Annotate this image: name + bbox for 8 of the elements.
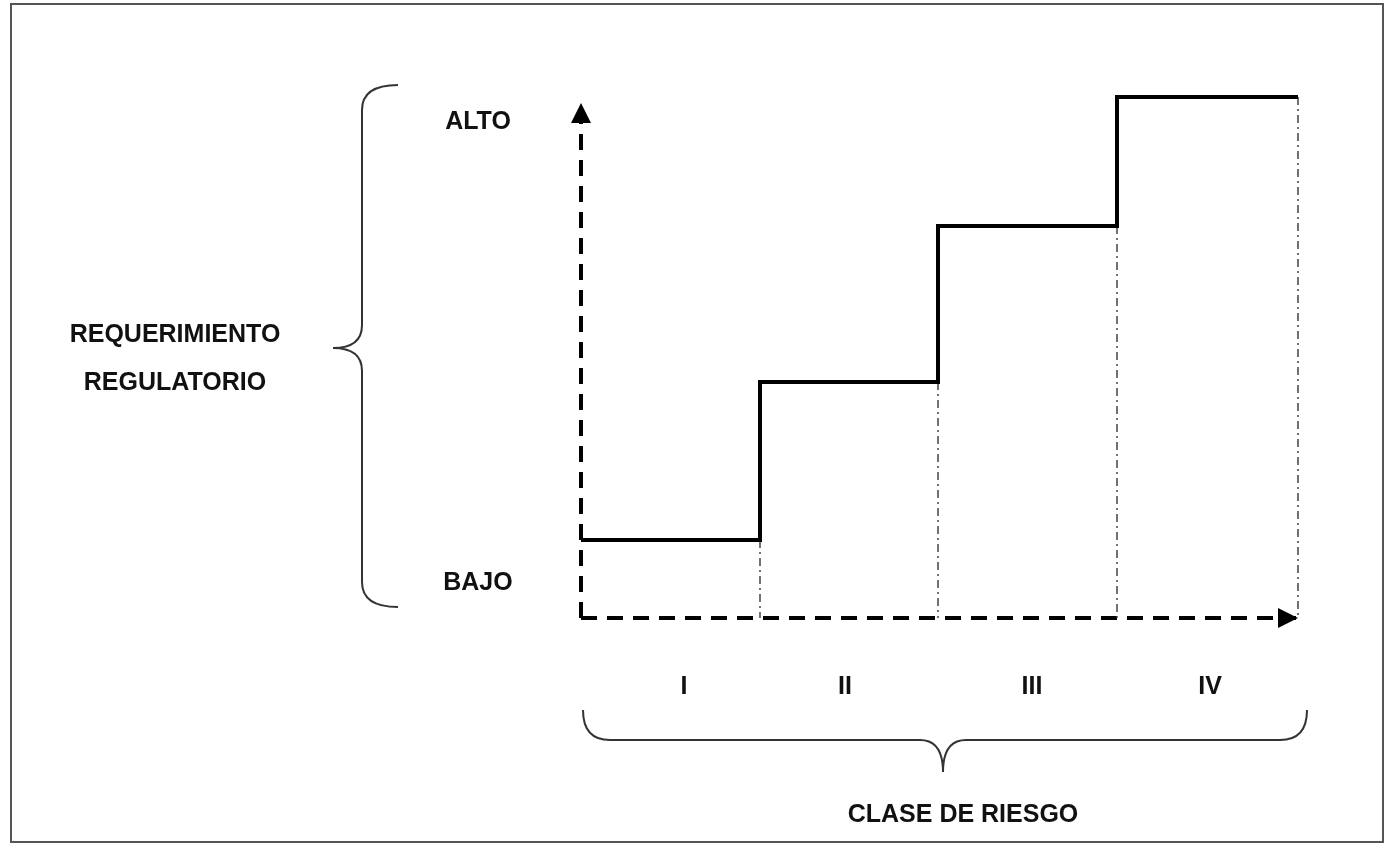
class-label: IV: [1198, 670, 1222, 701]
axis-title: REQUERIMIENTO REGULATORIO: [68, 318, 282, 397]
class-label: III: [1021, 670, 1043, 701]
class-label: II: [838, 670, 852, 701]
axis-title: CLASE DE RIESGO: [847, 798, 1079, 829]
class-label: I: [680, 670, 688, 701]
axis-level-label: ALTO: [445, 105, 511, 136]
axis-level-label: BAJO: [443, 566, 513, 597]
